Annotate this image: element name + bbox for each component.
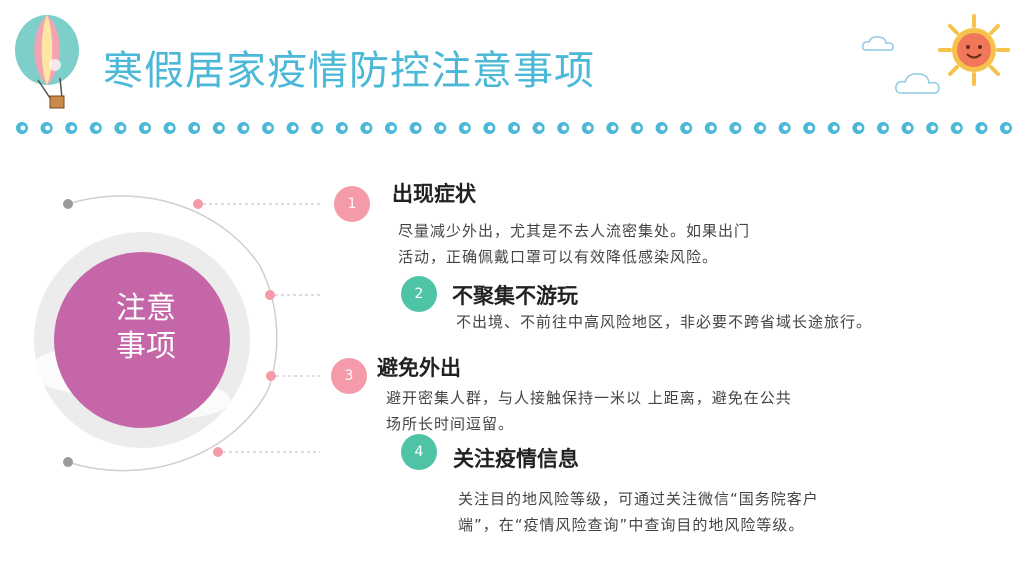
- dot-inner: [955, 125, 961, 131]
- cloud-icon: [862, 36, 894, 51]
- dot-inner: [930, 125, 936, 131]
- dot-border: [16, 122, 1012, 134]
- dot-inner: [733, 125, 739, 131]
- center-label: 注意 事项: [116, 291, 176, 364]
- item-number-badge: 2: [401, 276, 437, 312]
- dot-inner: [610, 125, 616, 131]
- item-heading: 出现症状: [392, 182, 476, 206]
- dot-inner: [118, 125, 124, 131]
- dot-inner: [1004, 125, 1010, 131]
- dot-inner: [69, 125, 75, 131]
- dot-inner: [315, 125, 321, 131]
- arc-diagram: [30, 195, 320, 472]
- dot-inner: [906, 125, 912, 131]
- item-number-badge: 4: [401, 434, 437, 470]
- dot-inner: [660, 125, 666, 131]
- dot-inner: [241, 125, 247, 131]
- dot-inner: [414, 125, 420, 131]
- dot-inner: [389, 125, 395, 131]
- dot-inner: [758, 125, 764, 131]
- dot-inner: [94, 125, 100, 131]
- dot-inner: [537, 125, 543, 131]
- item-body: 避开密集人群，与人接触保持一米以 上距离，避免在公共 场所长时间逗留。: [386, 389, 792, 433]
- sun-icon: [938, 14, 1010, 86]
- dot-inner: [192, 125, 198, 131]
- dot-inner: [168, 125, 174, 131]
- dot-inner: [340, 125, 346, 131]
- dot-inner: [266, 125, 272, 131]
- item-number-badge: 3: [331, 358, 367, 394]
- dot-inner: [635, 125, 641, 131]
- item-heading: 避免外出: [377, 356, 461, 380]
- dot-inner: [291, 125, 297, 131]
- hot-air-balloon-icon: [15, 15, 79, 109]
- item-body: 尽量减少外出，尤其是不去人流密集处。如果出门 活动，正确佩戴口罩可以有效降低感染…: [398, 222, 751, 266]
- dot-inner: [217, 125, 223, 131]
- page-title: 寒假居家疫情防控注意事项: [103, 48, 595, 94]
- dot-inner: [487, 125, 493, 131]
- dot-inner: [684, 125, 690, 131]
- dot-inner: [586, 125, 592, 131]
- dot-inner: [709, 125, 715, 131]
- dot-inner: [20, 125, 26, 131]
- item-body: 不出境、不前往中高风险地区，非必要不跨省域长途旅行。: [456, 313, 873, 331]
- dot-inner: [463, 125, 469, 131]
- dot-inner: [856, 125, 862, 131]
- item-heading: 不聚集不游玩: [452, 284, 578, 308]
- item-body: 关注目的地风险等级，可通过关注微信“国务院客户 端”，在“疫情风险查询”中查询目…: [458, 490, 819, 534]
- dot-inner: [438, 125, 444, 131]
- item-heading: 关注疫情信息: [453, 447, 579, 471]
- dot-inner: [512, 125, 518, 131]
- dot-inner: [364, 125, 370, 131]
- item-number-badge: 1: [334, 186, 370, 222]
- dot-inner: [807, 125, 813, 131]
- dot-inner: [143, 125, 149, 131]
- dot-inner: [783, 125, 789, 131]
- dot-inner: [881, 125, 887, 131]
- dot-inner: [832, 125, 838, 131]
- dot-inner: [45, 125, 51, 131]
- dot-inner: [979, 125, 985, 131]
- cloud-icon: [895, 73, 940, 94]
- dot-inner: [561, 125, 567, 131]
